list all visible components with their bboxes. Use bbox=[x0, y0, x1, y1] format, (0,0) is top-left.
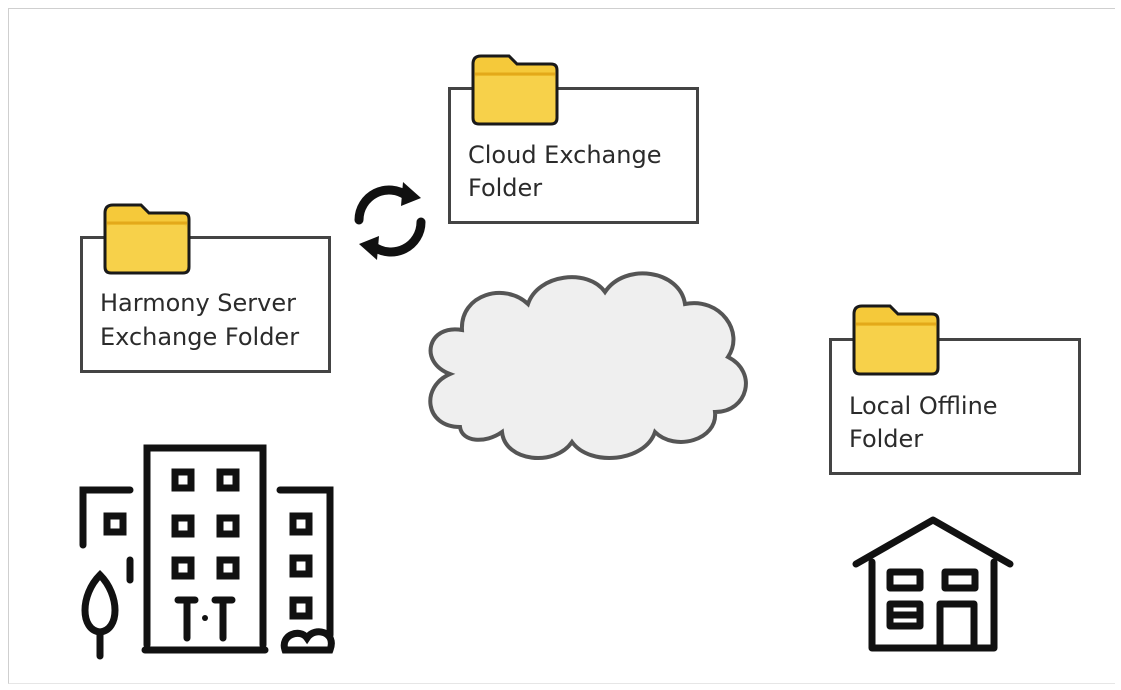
folder-icon bbox=[471, 54, 559, 126]
office-building-icon bbox=[79, 444, 335, 660]
folder-icon bbox=[103, 203, 191, 275]
cloud-exchange-folder-label-line2: Folder bbox=[468, 174, 543, 202]
local-offline-folder-label-line2: Folder bbox=[849, 425, 924, 453]
local-offline-folder-label-line1: Local Offline bbox=[849, 392, 998, 420]
cloud-exchange-folder-label-line1: Cloud Exchange bbox=[468, 141, 662, 169]
house-icon bbox=[852, 516, 1014, 652]
harmony-server-folder-label-line2: Exchange Folder bbox=[100, 323, 300, 351]
sync-icon bbox=[354, 182, 426, 260]
cloud-icon bbox=[428, 271, 748, 460]
diagram-frame bbox=[8, 8, 1115, 684]
folder-icon bbox=[852, 304, 940, 376]
harmony-server-folder-label-line1: Harmony Server bbox=[100, 289, 297, 317]
